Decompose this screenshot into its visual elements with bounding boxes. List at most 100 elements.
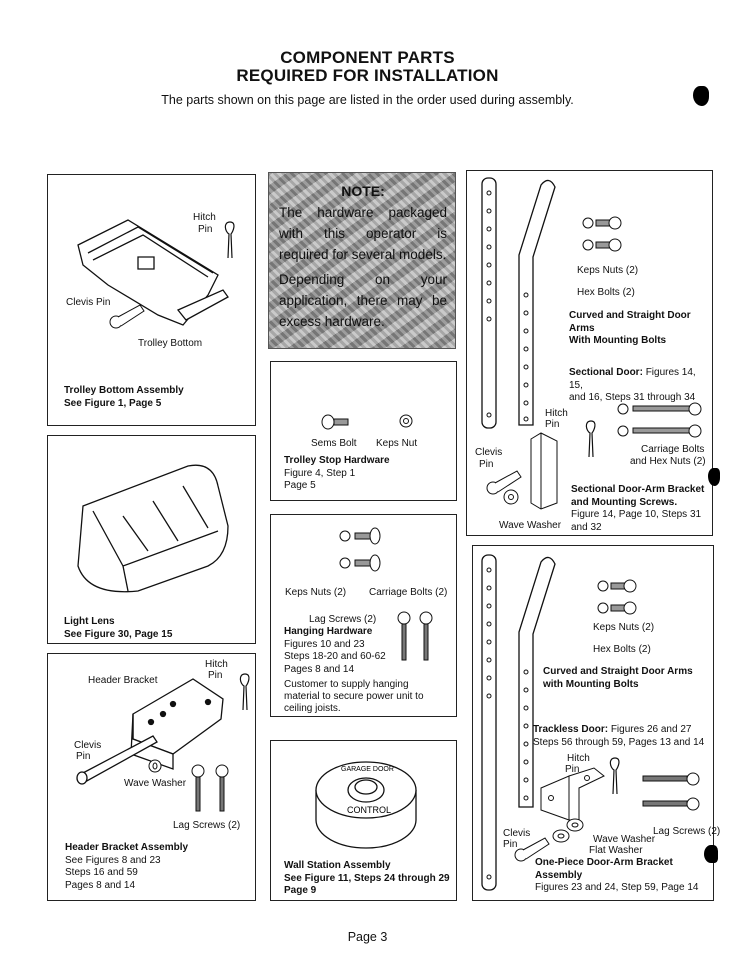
door-ref: Figures 14, 15, bbox=[569, 367, 696, 391]
wall-station-title: Wall Station Assembly bbox=[284, 860, 391, 871]
door-arms-illustration bbox=[479, 175, 559, 435]
ref-line: See Figure 11, Steps 24 through 29 bbox=[284, 872, 450, 884]
door-ref: Figures 26 and 27 bbox=[610, 724, 692, 735]
label-clevis: Clevis bbox=[74, 740, 102, 751]
label-header-bracket: Header Bracket bbox=[88, 675, 158, 686]
door-label: Sectional Door: bbox=[569, 367, 643, 378]
label-hitch: Hitch bbox=[567, 753, 590, 764]
label-wave-washer: Wave Washer bbox=[593, 834, 656, 845]
door-arms-illustration bbox=[479, 552, 559, 897]
label-lag-screws: Lag Screws (2) bbox=[173, 820, 241, 831]
label-keps-nuts: Keps Nuts (2) bbox=[285, 587, 347, 598]
wave-washer-icon bbox=[148, 759, 162, 773]
trolley-stop-title: Trolley Stop Hardware bbox=[284, 455, 390, 466]
trolley-bottom-illustration bbox=[68, 215, 238, 335]
device-text-bottom: CONTROL bbox=[347, 805, 391, 815]
clevis-pin-icon bbox=[108, 300, 148, 330]
light-lens-illustration bbox=[68, 456, 238, 596]
page-title-line1: COMPONENT PARTS bbox=[280, 48, 455, 67]
trolley-caption-ref: See Figure 1, Page 5 bbox=[64, 397, 162, 409]
label-hex-bolts: Hex Bolts (2) bbox=[577, 287, 635, 298]
label-hitch: Hitch bbox=[545, 408, 568, 419]
trolley-bottom-panel: Hitch Pin Clevis Pin Trolley Bottom Trol… bbox=[47, 174, 256, 426]
label-hitch: Hitch bbox=[205, 659, 228, 670]
label-clevis-pin: Pin bbox=[503, 839, 518, 850]
header-bracket-title: Header Bracket Assembly bbox=[65, 842, 189, 853]
bracket-title: Assembly bbox=[535, 869, 583, 881]
bracket-title: and Mounting Screws. bbox=[571, 496, 678, 508]
label-hitch: Hitch bbox=[193, 212, 216, 223]
label-sems-bolt: Sems Bolt bbox=[311, 438, 357, 449]
arms-title: Curved and Straight Door Arms bbox=[569, 310, 691, 334]
trolley-stop-panel: Sems Bolt Keps Nut Trolley Stop Hardware… bbox=[270, 361, 457, 501]
arms-title: with Mounting Bolts bbox=[543, 678, 639, 690]
arms-title: Curved and Straight Door Arms bbox=[543, 666, 693, 677]
label-clevis: Clevis bbox=[475, 447, 503, 458]
keps-nuts-carriage-bolts-icon bbox=[339, 527, 389, 577]
device-text-top: GARAGE DOOR bbox=[341, 766, 394, 773]
label-wave-washer: Wave Washer bbox=[124, 778, 187, 789]
clevis-pin-icon bbox=[513, 831, 553, 863]
keps-nut-icon bbox=[399, 414, 413, 428]
label-pin: Pin bbox=[198, 224, 213, 235]
light-lens-panel: Light Lens See Figure 30, Page 15 bbox=[47, 435, 256, 644]
note-paragraph-2: Depending on your application, there may… bbox=[279, 272, 447, 329]
header-bracket-illustration bbox=[73, 674, 233, 784]
hitch-pin-icon bbox=[238, 672, 252, 712]
trolley-caption-title: Trolley Bottom Assembly bbox=[64, 385, 184, 396]
lag-screws-icon bbox=[641, 771, 711, 816]
ref-line: Figures 10 and 23 bbox=[284, 638, 365, 650]
door-arm-bracket-icon bbox=[529, 431, 559, 511]
bracket-ref: Figure 14, Page 10, Steps 31 bbox=[571, 509, 702, 520]
label-hex-bolts: Hex Bolts (2) bbox=[593, 644, 651, 655]
lag-screws-icon bbox=[395, 611, 439, 663]
ref-line: Pages 8 and 14 bbox=[65, 879, 136, 891]
sectional-door-panel: Keps Nuts (2) Hex Bolts (2) Curved and S… bbox=[466, 170, 713, 536]
page-title-line2: REQUIRED FOR INSTALLATION bbox=[236, 66, 499, 85]
note-box: NOTE: The hardware packaged with this op… bbox=[268, 172, 456, 349]
label-lag-screws: Lag Screws (2) bbox=[653, 826, 721, 837]
keps-nuts-hex-bolts-icon bbox=[582, 215, 627, 255]
door-label: Trackless Door: bbox=[533, 724, 609, 735]
ref-line: See Figures 8 and 23 bbox=[65, 854, 161, 866]
ref-line: Figure 4, Step 1 bbox=[284, 467, 356, 479]
light-lens-title: Light Lens bbox=[64, 616, 115, 627]
label-carriage-bolts: Carriage Bolts (2) bbox=[369, 587, 448, 598]
hanging-title: Hanging Hardware bbox=[284, 626, 373, 637]
clevis-pin-icon bbox=[485, 466, 525, 496]
ref-line: Steps 16 and 59 bbox=[65, 867, 138, 878]
wave-washer-icon bbox=[503, 489, 519, 505]
note-paragraph-1: The hardware packaged with this operator… bbox=[279, 205, 447, 262]
label-lag-screws: Lag Screws (2) bbox=[309, 614, 377, 625]
label-keps-nut: Keps Nut bbox=[376, 438, 418, 449]
hanging-hardware-panel: Keps Nuts (2) Carriage Bolts (2) Lag Scr… bbox=[270, 514, 457, 717]
note-heading: NOTE: bbox=[341, 183, 385, 199]
arms-title: With Mounting Bolts bbox=[569, 335, 667, 346]
label-carriage-bolts: Carriage Bolts bbox=[641, 444, 705, 455]
door-ref: and 16, Steps 31 through 34 bbox=[569, 392, 696, 403]
label-clevis-pin: Pin bbox=[479, 459, 494, 470]
binder-hole-mark bbox=[693, 86, 709, 106]
washers-icon bbox=[551, 816, 587, 846]
label-clevis: Clevis bbox=[503, 828, 531, 839]
bracket-ref: Figures 23 and 24, Step 59, Page 14 bbox=[535, 882, 699, 893]
hitch-pin-icon bbox=[223, 220, 237, 260]
label-pin: Pin bbox=[208, 670, 223, 681]
light-lens-ref: See Figure 30, Page 15 bbox=[64, 628, 173, 640]
bracket-title: One-Piece Door-Arm Bracket bbox=[535, 857, 673, 868]
ref-line: Steps 18-20 and 60-62 bbox=[284, 651, 386, 662]
bracket-title: Sectional Door-Arm Bracket bbox=[571, 484, 705, 495]
hanging-note: Customer to supply hanging material to s… bbox=[284, 679, 424, 714]
wall-station-illustration: GARAGE DOOR CONTROL bbox=[311, 755, 421, 850]
door-ref: Steps 56 through 59, Pages 13 and 14 bbox=[533, 736, 705, 748]
label-pin: Pin bbox=[565, 764, 580, 775]
label-hex-nuts: and Hex Nuts (2) bbox=[630, 456, 706, 467]
ref-line: Pages 8 and 14 bbox=[284, 663, 355, 675]
label-keps-nuts: Keps Nuts (2) bbox=[593, 622, 655, 633]
trackless-door-panel: Keps Nuts (2) Hex Bolts (2) Curved and S… bbox=[472, 545, 720, 901]
header-bracket-panel: Header Bracket Hitch Pin Clevis Pin Wave… bbox=[47, 653, 256, 901]
label-trolley-bottom: Trolley Bottom bbox=[138, 338, 203, 349]
hitch-pin-icon bbox=[584, 419, 598, 459]
label-pin: Pin bbox=[545, 419, 560, 430]
sems-bolt-icon bbox=[321, 414, 351, 430]
